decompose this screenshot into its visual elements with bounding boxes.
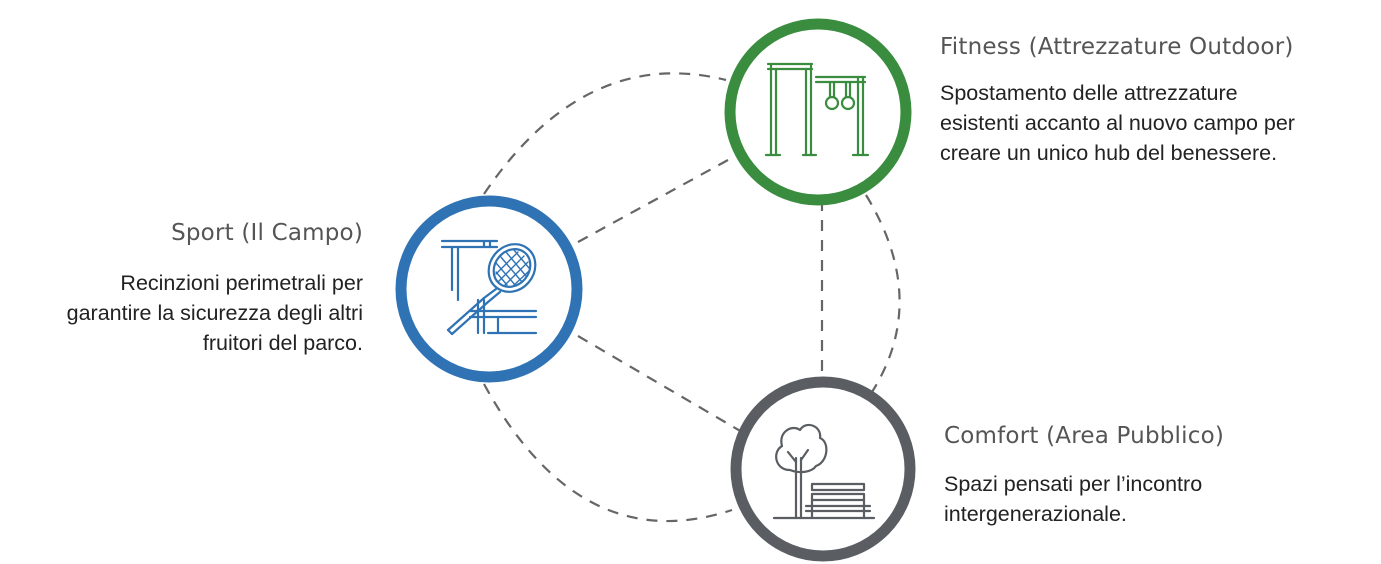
fitness-title: Fitness (Attrezzature Outdoor) <box>940 34 1294 60</box>
arc-sport-fitness <box>483 72 727 195</box>
line-sport-fitness <box>577 159 729 243</box>
fitness-node <box>724 18 912 206</box>
fitness-desc-line: creare un unico hub del benessere. <box>940 141 1278 165</box>
gym-rings-bars-icon <box>764 62 870 157</box>
comfort-title: Comfort (Area Pubblico) <box>944 423 1225 449</box>
fitness-text-block: Fitness (Attrezzature Outdoor) Spostamen… <box>940 34 1295 168</box>
comfort-description: Spazi pensati per l’incontro intergenera… <box>944 469 1224 529</box>
arc-fitness-comfort <box>865 194 901 393</box>
line-sport-comfort <box>577 335 743 433</box>
comfort-text-block: Comfort (Area Pubblico) Spazi pensati pe… <box>944 423 1224 529</box>
sport-desc-line: fruitori del parco. <box>202 331 363 355</box>
sport-desc-line: Recinzioni perimetrali per <box>120 271 363 295</box>
sport-node <box>395 195 583 383</box>
comfort-node-ring <box>730 376 916 562</box>
fitness-node-ring <box>724 18 912 206</box>
tree-bench-icon <box>772 423 876 520</box>
sport-node-ring <box>395 195 583 383</box>
outer-connector-arcs <box>483 72 901 523</box>
sport-text-block: Sport (Il Campo) Recinzioni perimetrali … <box>67 220 363 358</box>
fitness-desc-line: Spostamento delle attrezzature <box>940 81 1238 105</box>
fitness-description: Spostamento delle attrezzature esistenti… <box>940 78 1295 168</box>
comfort-node <box>730 376 916 562</box>
sport-description: Recinzioni perimetrali per garantire la … <box>67 268 363 358</box>
fitness-desc-line: esistenti accanto al nuovo campo per <box>940 111 1295 135</box>
comfort-desc-line: Spazi pensati per l’incontro <box>944 472 1203 496</box>
sport-desc-line: garantire la sicurezza degli altri <box>66 301 363 325</box>
arc-comfort-sport <box>483 383 733 523</box>
sport-title: Sport (Il Campo) <box>171 220 363 246</box>
tennis-racket-court-icon <box>440 239 538 336</box>
inner-connector-lines <box>577 159 824 433</box>
comfort-desc-line: intergenerazionale. <box>944 502 1127 526</box>
